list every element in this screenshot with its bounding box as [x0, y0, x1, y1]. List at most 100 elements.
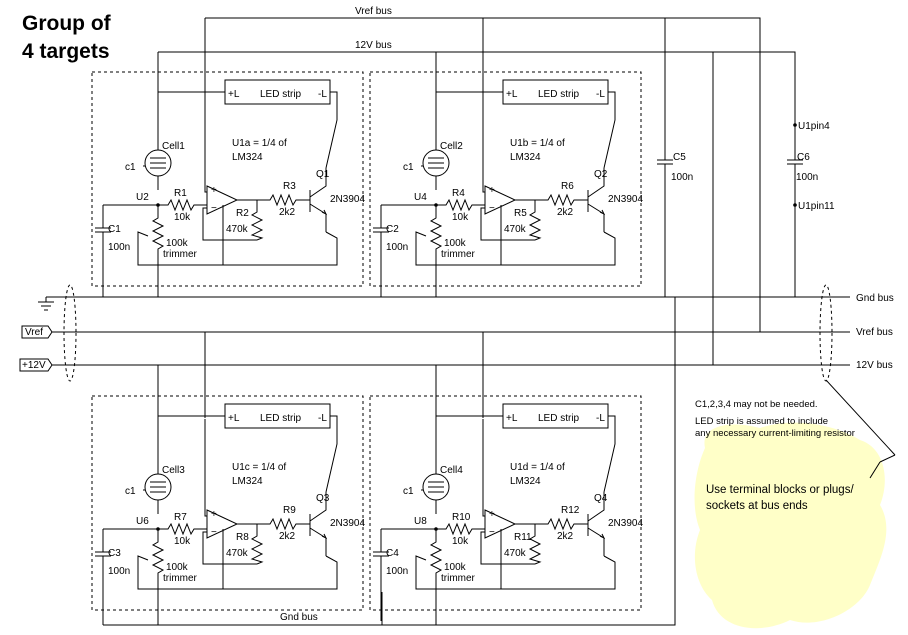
transistor-collector: [603, 415, 616, 493]
r2-resistor: [237, 523, 264, 565]
r3-resistor: [257, 193, 310, 207]
gnd-bus-label-right: Gnd bus: [856, 293, 894, 304]
c5-label: C5: [673, 152, 686, 163]
c-value: 100n: [386, 566, 408, 577]
q-value: 2N3904: [330, 194, 365, 205]
trimmer-wiper: [137, 529, 224, 590]
c-value: 100n: [108, 566, 130, 577]
v12-bus-label-right: 12V bus: [856, 360, 893, 371]
callout-cloud: [694, 422, 887, 629]
led-minus-terminal: -L: [318, 89, 327, 100]
r2-label: R8: [236, 532, 249, 543]
vref-bus-label-right: Vref bus: [856, 327, 893, 338]
c1-label: c1: [125, 486, 136, 497]
transistor-symbol: [309, 492, 328, 556]
callout-pointer: [825, 379, 896, 479]
cell-plates: [150, 462, 166, 514]
bottom-feeders: [157, 332, 484, 418]
vref-terminal-label: Vref: [25, 327, 43, 338]
u-label: U2: [136, 192, 149, 203]
led-plus-terminal: +L: [228, 413, 240, 424]
u-label: U6: [136, 516, 149, 527]
u1-label: U1a = 1/4 of: [232, 138, 287, 149]
opamp-plus: +: [489, 509, 495, 520]
r2-label: R5: [514, 208, 527, 219]
opamp-minus: −: [489, 203, 495, 214]
trimmer-wiper: [415, 529, 502, 590]
opamp-plus: +: [211, 185, 217, 196]
led-plus-terminal: +L: [228, 89, 240, 100]
callout-line-2: sockets at bus ends: [706, 500, 808, 512]
c5-capacitor: [657, 159, 673, 297]
cell-label: Cell4: [440, 465, 463, 476]
r3-value: 2k2: [557, 207, 574, 218]
target-boundary: [91, 71, 364, 287]
c1-label: c1: [403, 162, 414, 173]
title-line-1: Group of: [22, 12, 112, 35]
c-label: C2: [386, 224, 399, 235]
r1-value: 10k: [174, 212, 191, 223]
r2-label: R11: [514, 532, 532, 543]
target-boundary: [91, 395, 364, 611]
v12-bus-label-top: 12V bus: [355, 40, 392, 51]
r1-label: R4: [452, 188, 465, 199]
trimmer-value: 100k: [444, 238, 467, 249]
cell-label: Cell1: [162, 141, 185, 152]
v12-feed: [435, 72, 503, 138]
c6-label: C6: [797, 152, 810, 163]
lm324-label: LM324: [510, 476, 541, 487]
target-boundary: [369, 395, 642, 611]
r3-value: 2k2: [279, 531, 296, 542]
opamp-symbol: [484, 509, 517, 539]
opamp-inputs: [202, 95, 257, 241]
r3-resistor: [535, 193, 588, 207]
r3-label: R6: [561, 181, 574, 192]
led-strip-label: LED strip: [260, 413, 302, 424]
note-line-3: any necessary current-limiting resistor: [695, 428, 855, 439]
cell-label: Cell2: [440, 141, 463, 152]
r2-resistor: [515, 199, 542, 241]
transistor-collector: [325, 91, 338, 169]
u1-label: U1b = 1/4 of: [510, 138, 565, 149]
trimmer-label: trimmer: [441, 249, 476, 260]
title-line-2: 4 targets: [22, 40, 110, 63]
r2-value: 470k: [226, 548, 249, 559]
r1-label: R1: [174, 188, 187, 199]
c1-label: c1: [403, 486, 414, 497]
u1pin11-label: U1pin11: [798, 201, 835, 212]
bus-end-ellipse-right: [819, 284, 833, 382]
opamp-minus: −: [211, 527, 217, 538]
trimmer-value: 100k: [166, 562, 189, 573]
r1-label: R7: [174, 512, 187, 523]
c6-value: 100n: [796, 172, 818, 183]
opamp-plus: +: [211, 509, 217, 520]
r1-value: 10k: [452, 212, 469, 223]
q-value: 2N3904: [330, 518, 365, 529]
c1-label: c1: [125, 162, 136, 173]
c-capacitor: [95, 204, 158, 297]
trimmer-resistor: [151, 529, 165, 621]
r3-value: 2k2: [279, 207, 296, 218]
led-strip-label: LED strip: [260, 89, 302, 100]
opamp-minus: −: [211, 203, 217, 214]
v12-terminal-label: +12V: [22, 360, 46, 371]
u-label: U8: [414, 516, 427, 527]
u1-label: U1c = 1/4 of: [232, 462, 286, 473]
opamp-inputs: [202, 419, 257, 565]
c-value: 100n: [108, 242, 130, 253]
c-capacitor: [373, 528, 436, 621]
gnd-bus-label-bottom: Gnd bus: [280, 612, 318, 623]
q-label: Q1: [316, 169, 330, 180]
r2-resistor: [515, 523, 542, 565]
cell-plates: [428, 138, 444, 190]
transistor-collector: [603, 91, 616, 169]
trimmer-wiper: [137, 205, 224, 266]
led-strip-label: LED strip: [538, 89, 580, 100]
r1-resistor: [158, 198, 207, 212]
